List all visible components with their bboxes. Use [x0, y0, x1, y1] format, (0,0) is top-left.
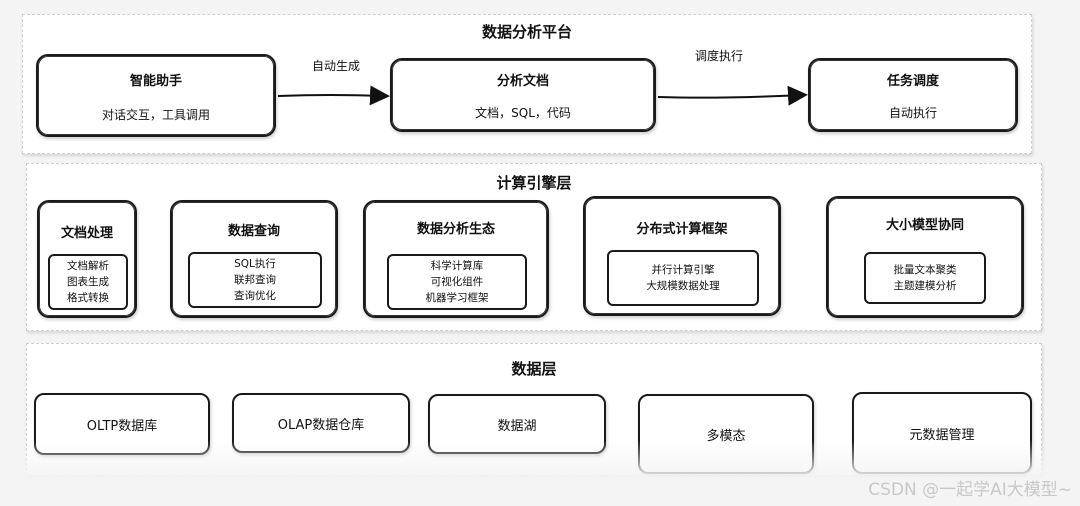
item: 科学计算库: [430, 260, 484, 272]
module-distributed-computing[interactable]: 分布式计算框架 并行计算引擎 大规模数据处理: [583, 196, 781, 316]
module-items: 科学计算库 可视化组件 机器学习框架: [387, 254, 527, 310]
data-layer-title: 数据层: [511, 360, 557, 378]
item: 机器学习框架: [425, 292, 489, 304]
item: 大规模数据处理: [646, 280, 720, 292]
platform-layer-title: 数据分析平台: [481, 23, 572, 41]
item: 并行计算引擎: [651, 264, 715, 276]
module-items: 并行计算引擎 大规模数据处理: [607, 250, 759, 306]
node-task-scheduling[interactable]: 任务调度 自动执行: [808, 58, 1018, 132]
item: 格式转换: [67, 292, 109, 304]
node-subtitle: 自动执行: [888, 106, 937, 120]
item: 查询优化: [234, 290, 276, 302]
item: 图表生成: [67, 276, 109, 288]
node-title: 智能助手: [129, 74, 182, 89]
module-items: 文档解析 图表生成 格式转换: [48, 254, 128, 310]
arrow-icon: [277, 85, 808, 106]
watermark: CSDN @一起学AI大模型~: [868, 480, 1072, 500]
module-items: 批量文本聚类 主题建模分析: [864, 252, 986, 304]
module-model-collaboration[interactable]: 大小模型协同 批量文本聚类 主题建模分析: [826, 196, 1024, 318]
item: 联邦查询: [234, 274, 276, 286]
item: 文档解析: [67, 260, 109, 272]
module-title: 数据查询: [227, 224, 280, 239]
node-subtitle: 文档，SQL，代码: [475, 106, 571, 120]
bottom-fade: [0, 440, 1080, 506]
item: 可视化组件: [430, 276, 484, 288]
module-doc-processing[interactable]: 文档处理 文档解析 图表生成 格式转换: [37, 200, 137, 318]
module-title: 文档处理: [60, 226, 113, 241]
compute-layer-title: 计算引擎层: [496, 174, 572, 192]
module-title: 分布式计算框架: [636, 222, 728, 237]
item: 主题建模分析: [893, 280, 957, 292]
module-title: 数据分析生态: [416, 222, 495, 237]
module-analysis-ecosystem[interactable]: 数据分析生态 科学计算库 可视化组件 机器学习框架: [363, 200, 549, 318]
edge-label-auto-generate: 自动生成: [312, 59, 361, 73]
node-smart-assistant[interactable]: 智能助手 对话交互，工具调用: [36, 54, 276, 137]
module-data-query[interactable]: 数据查询 SQL执行 联邦查询 查询优化: [170, 200, 338, 318]
node-analysis-doc[interactable]: 分析文档 文档，SQL，代码: [390, 58, 656, 132]
module-items: SQL执行 联邦查询 查询优化: [188, 252, 322, 308]
edge-label-schedule-execute: 调度执行: [695, 49, 744, 63]
node-title: 任务调度: [886, 74, 939, 89]
module-title: 大小模型协同: [885, 218, 964, 233]
item: 批量文本聚类: [893, 264, 957, 276]
node-subtitle: 对话交互，工具调用: [101, 108, 210, 122]
node-title: 分析文档: [496, 74, 549, 89]
item: SQL执行: [234, 258, 276, 270]
